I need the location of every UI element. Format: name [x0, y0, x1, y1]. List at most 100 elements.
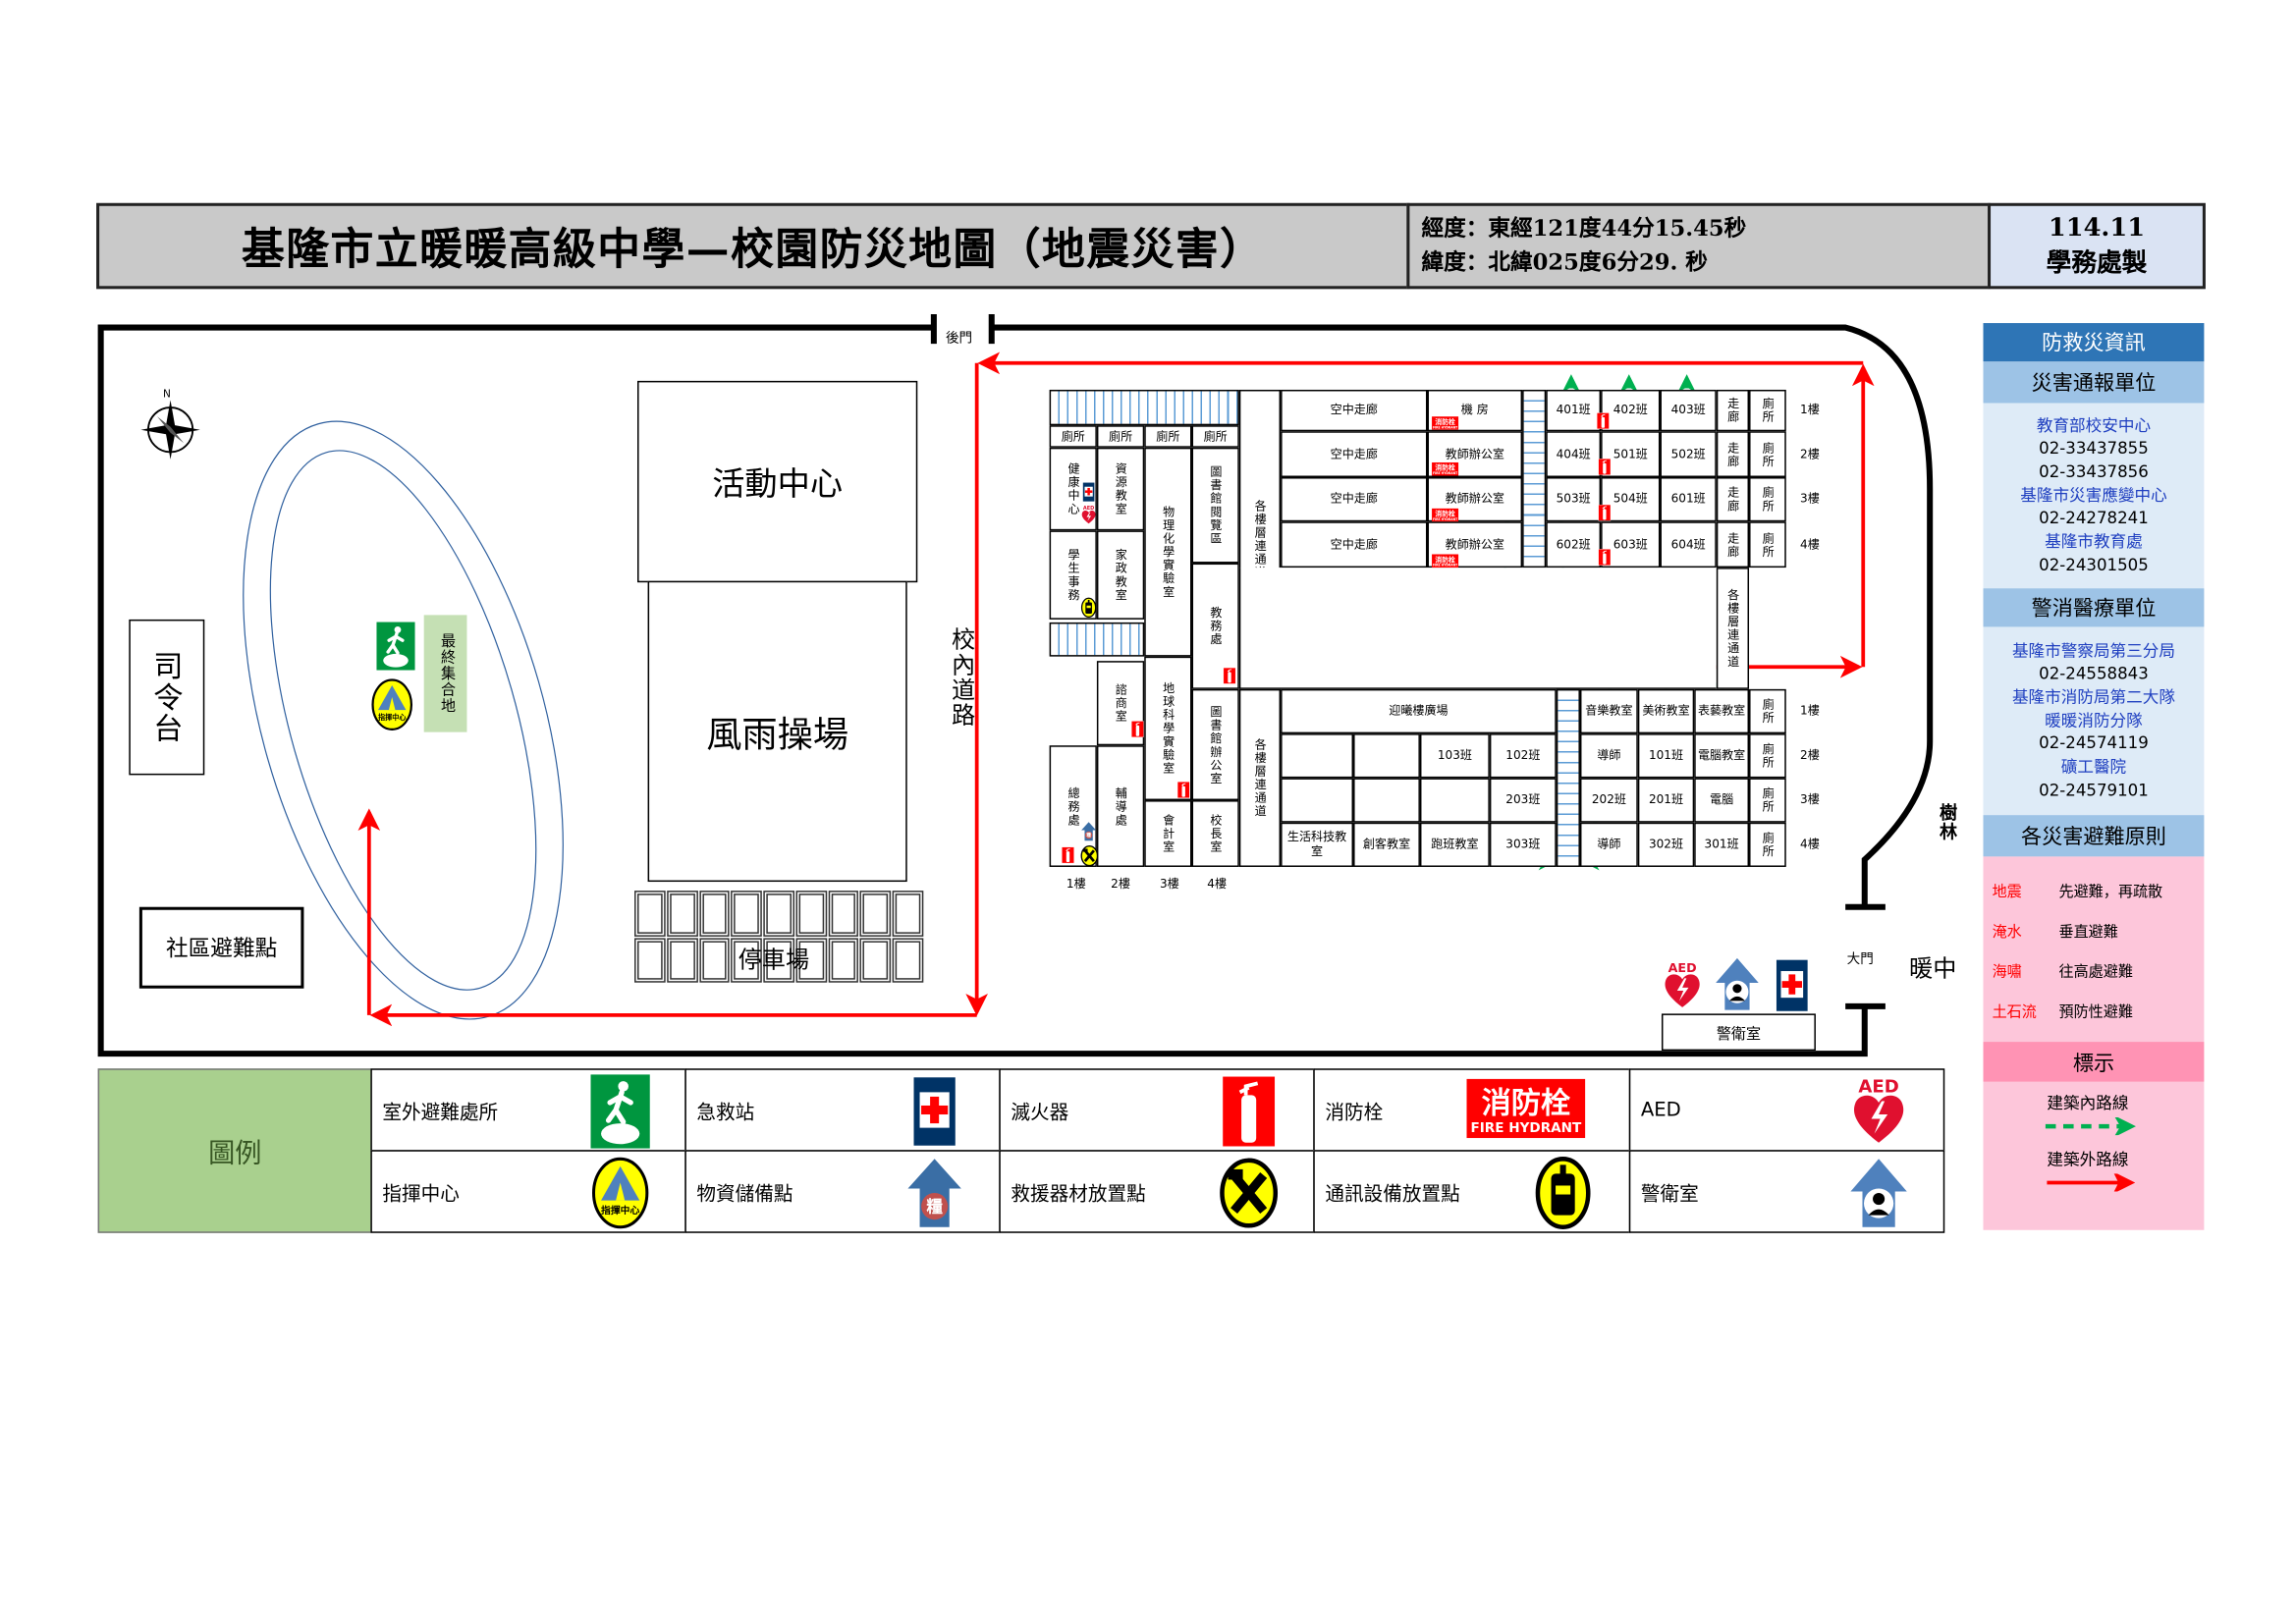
classroom-label: 導師	[1597, 837, 1621, 851]
hazard-name: 地震	[1992, 884, 2022, 900]
toilet: 廁所	[1749, 389, 1786, 432]
communication-device-icon	[1530, 1156, 1597, 1229]
toilet-label: 廁所	[1761, 831, 1776, 858]
parking-space	[763, 891, 794, 937]
aed-icon-text: AED	[1668, 960, 1697, 975]
first-aid-icon	[1080, 482, 1097, 503]
parking-space	[860, 891, 892, 937]
legend-item-label: 急救站	[696, 1102, 755, 1124]
legend-item-label: 警衛室	[1640, 1183, 1699, 1206]
floor-label: 2樓	[1789, 733, 1831, 778]
legend-item: 警衛室	[1628, 1150, 1945, 1233]
fire-extinguisher-icon	[1598, 504, 1612, 521]
outdoor-shelter-icon	[587, 1074, 654, 1148]
unit-name: 基隆市警察局第三分局	[2011, 640, 2175, 661]
skywalk-4-label: 空中走廊	[1330, 537, 1378, 551]
classroom-label: 501班	[1613, 447, 1648, 460]
floor-label: 4樓	[1196, 875, 1237, 895]
skywalk-4: 空中走廊	[1281, 521, 1428, 568]
main-gate-label[interactable]: 大門	[1846, 952, 1874, 968]
hazard-name: 淹水	[1992, 924, 2022, 941]
toilet: 廁所	[1749, 688, 1786, 734]
classroom: 導師	[1579, 733, 1638, 779]
outdoor-evacuation-route	[357, 352, 1875, 1027]
plaza-label: 迎曦樓廣場	[1389, 703, 1449, 718]
floor-label: 3樓	[1789, 477, 1831, 521]
academic-affairs-label: 教務處	[1209, 606, 1224, 647]
classroom-label: 102班	[1505, 748, 1541, 762]
skywalk-3-label: 空中走廊	[1330, 492, 1378, 506]
parking-space	[892, 937, 924, 983]
floor-label: 4樓	[1789, 521, 1831, 568]
guidance-office-label: 輔導處	[1115, 785, 1128, 827]
principle-row: 海嘯往高處避難	[1984, 949, 2205, 990]
accounting-office: 會計室	[1144, 800, 1192, 867]
woods-label: 樹林	[1937, 803, 1958, 842]
skywalk-1-label: 空中走廊	[1330, 403, 1378, 417]
principal-office-label: 校長室	[1209, 813, 1224, 854]
back-gate-label[interactable]: 後門	[945, 332, 973, 348]
library-reading-area: 圖書館閱覽區	[1191, 447, 1239, 564]
parking-space	[795, 937, 827, 983]
classroom: 401班	[1546, 389, 1602, 432]
floor-label-label: 4樓	[1800, 537, 1820, 551]
toilet: 廁所	[1749, 733, 1786, 779]
longitude-text: 經度：東經121度44分15.45秒	[1421, 214, 1747, 243]
staircase	[1522, 389, 1547, 568]
unit-name: 礦工醫院	[2060, 757, 2127, 777]
campus-boundary	[97, 313, 1934, 1057]
supply-storage-icon: 糧	[902, 1156, 968, 1229]
classroom: 604班	[1660, 521, 1717, 568]
classroom: 601班	[1660, 477, 1717, 522]
academic-affairs: 教務處	[1191, 563, 1239, 689]
toilet-4: 廁所	[1191, 425, 1239, 448]
parking-space	[828, 891, 859, 937]
parking-space	[860, 937, 892, 983]
parking-space	[698, 891, 731, 937]
indoor-route-sample	[2045, 1117, 2136, 1136]
command-icon-text: 指揮中心	[601, 1204, 639, 1217]
parking-space	[828, 937, 859, 983]
indoor-route-label: 建築內路線	[2047, 1093, 2129, 1113]
connector-south: 各樓層連通道	[1238, 688, 1282, 867]
legend-item-label: 室外避難處所	[382, 1102, 499, 1124]
signs-section: 建築內路線 建築外路線	[1983, 1081, 2205, 1230]
floor-label-label: 2樓	[1800, 447, 1820, 460]
map-title: 基隆市立暖暖高級中學—校園防災地圖（地震災害）	[242, 223, 1265, 275]
classroom-label: 504班	[1613, 492, 1648, 506]
toilet: 廁所	[1749, 477, 1786, 522]
teacher-office-label: 教師辦公室	[1445, 492, 1504, 506]
corridor-label: 走廊	[1726, 397, 1740, 424]
guidance-office: 輔導處	[1096, 745, 1145, 867]
hydrant-icon-subtext: FIRE HYDRANT	[1470, 1120, 1582, 1136]
unit-phone: 02-24579101	[2039, 781, 2149, 800]
classroom-label: 導師	[1597, 748, 1621, 762]
classroom-label: 603班	[1613, 537, 1648, 551]
classroom-label: 404班	[1556, 447, 1591, 460]
hydrant-icon-text: 消防栓	[1435, 417, 1455, 426]
principle-row: 淹水垂直避難	[1984, 909, 2205, 949]
outdoor-shelter-icon	[376, 620, 414, 673]
classroom: 203班	[1489, 778, 1557, 823]
legend-item: 救援器材放置點	[999, 1150, 1315, 1233]
floor-label-label: 2樓	[1111, 877, 1130, 892]
fire-extinguisher-icon	[1598, 458, 1612, 475]
toilet-2-label: 廁所	[1108, 428, 1133, 443]
compass-rose-icon	[140, 400, 200, 460]
classroom: 603班	[1601, 521, 1661, 568]
corridor-label: 走廊	[1726, 531, 1740, 559]
toilet-3-label: 廁所	[1156, 428, 1180, 443]
emergency-units-header: 警消醫療單位	[1983, 588, 2205, 627]
classroom: 美術教室	[1637, 688, 1695, 734]
resource-classroom-label: 資源教室	[1115, 461, 1128, 516]
hydrant-icon-text: 消防栓	[1435, 463, 1455, 472]
connector-east-label: 各樓層連通道	[1726, 588, 1740, 669]
hydrant-icon-subtext: FIRE HYDRANT	[1433, 564, 1458, 568]
command-center-icon: 指揮中心	[587, 1156, 654, 1229]
skywalk-3: 空中走廊	[1281, 477, 1428, 522]
classroom-label: 表藝教室	[1697, 703, 1746, 718]
parking-label: 停車場	[738, 945, 810, 974]
staircase	[1049, 622, 1145, 657]
physics-chem-lab: 物理化學實驗室	[1144, 447, 1192, 657]
